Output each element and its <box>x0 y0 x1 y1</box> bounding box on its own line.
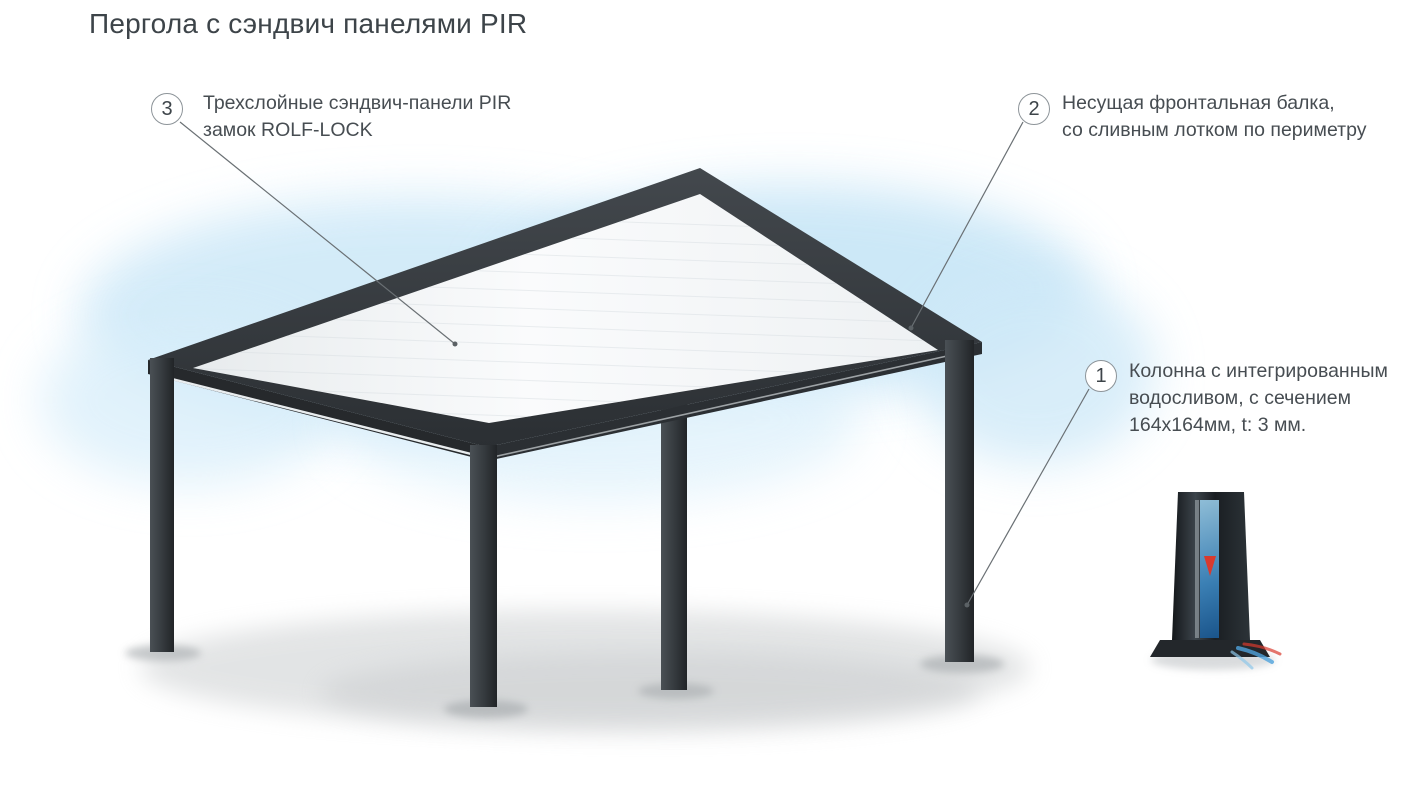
callout-2-text: Несущая фронтальная балка, со сливным ло… <box>1062 90 1366 144</box>
leader-lines <box>179 121 1090 608</box>
page-title: Пергола с сэндвич панелями PIR <box>89 8 528 39</box>
pergola-column-front <box>470 445 497 707</box>
pergola-illustration <box>148 168 982 707</box>
pergola-column-left <box>150 358 174 652</box>
callout-2-line-1: Несущая фронтальная балка, <box>1062 92 1335 114</box>
led-strip-left <box>155 373 484 459</box>
pergola-column-right <box>945 340 974 662</box>
callout-1-text: Колонна с интегрированным водосливом, с … <box>1129 358 1388 439</box>
callout-3-line-1: Трехслойные сэндвич-панели PIR <box>203 92 512 114</box>
callout-3-badge: 3 <box>151 93 183 125</box>
ground-shadow <box>125 610 1030 732</box>
led-strip-right <box>492 351 966 458</box>
leader-line-2 <box>910 121 1024 329</box>
pergola-roof-panel <box>193 194 938 423</box>
column-detail-image <box>1150 492 1282 670</box>
callout-2-line-2: со сливным лотком по периметру <box>1062 119 1367 141</box>
leader-line-3 <box>179 121 456 345</box>
callout-3-line-2: замок ROLF-LOCK <box>203 119 373 141</box>
callout-1-badge: 1 <box>1085 360 1117 392</box>
callout-1-line-1: Колонна с интегрированным <box>1129 360 1388 382</box>
callout-3-text: Трехслойные сэндвич-панели PIR замок ROL… <box>203 90 511 144</box>
callout-1-line-2: водосливом, с сечением <box>1129 387 1352 409</box>
leader-line-1 <box>966 388 1090 606</box>
water-flow-arrow <box>1204 556 1216 576</box>
callout-1-line-3: 164х164мм, t: 3 мм. <box>1129 414 1307 436</box>
callout-2-badge: 2 <box>1018 93 1050 125</box>
